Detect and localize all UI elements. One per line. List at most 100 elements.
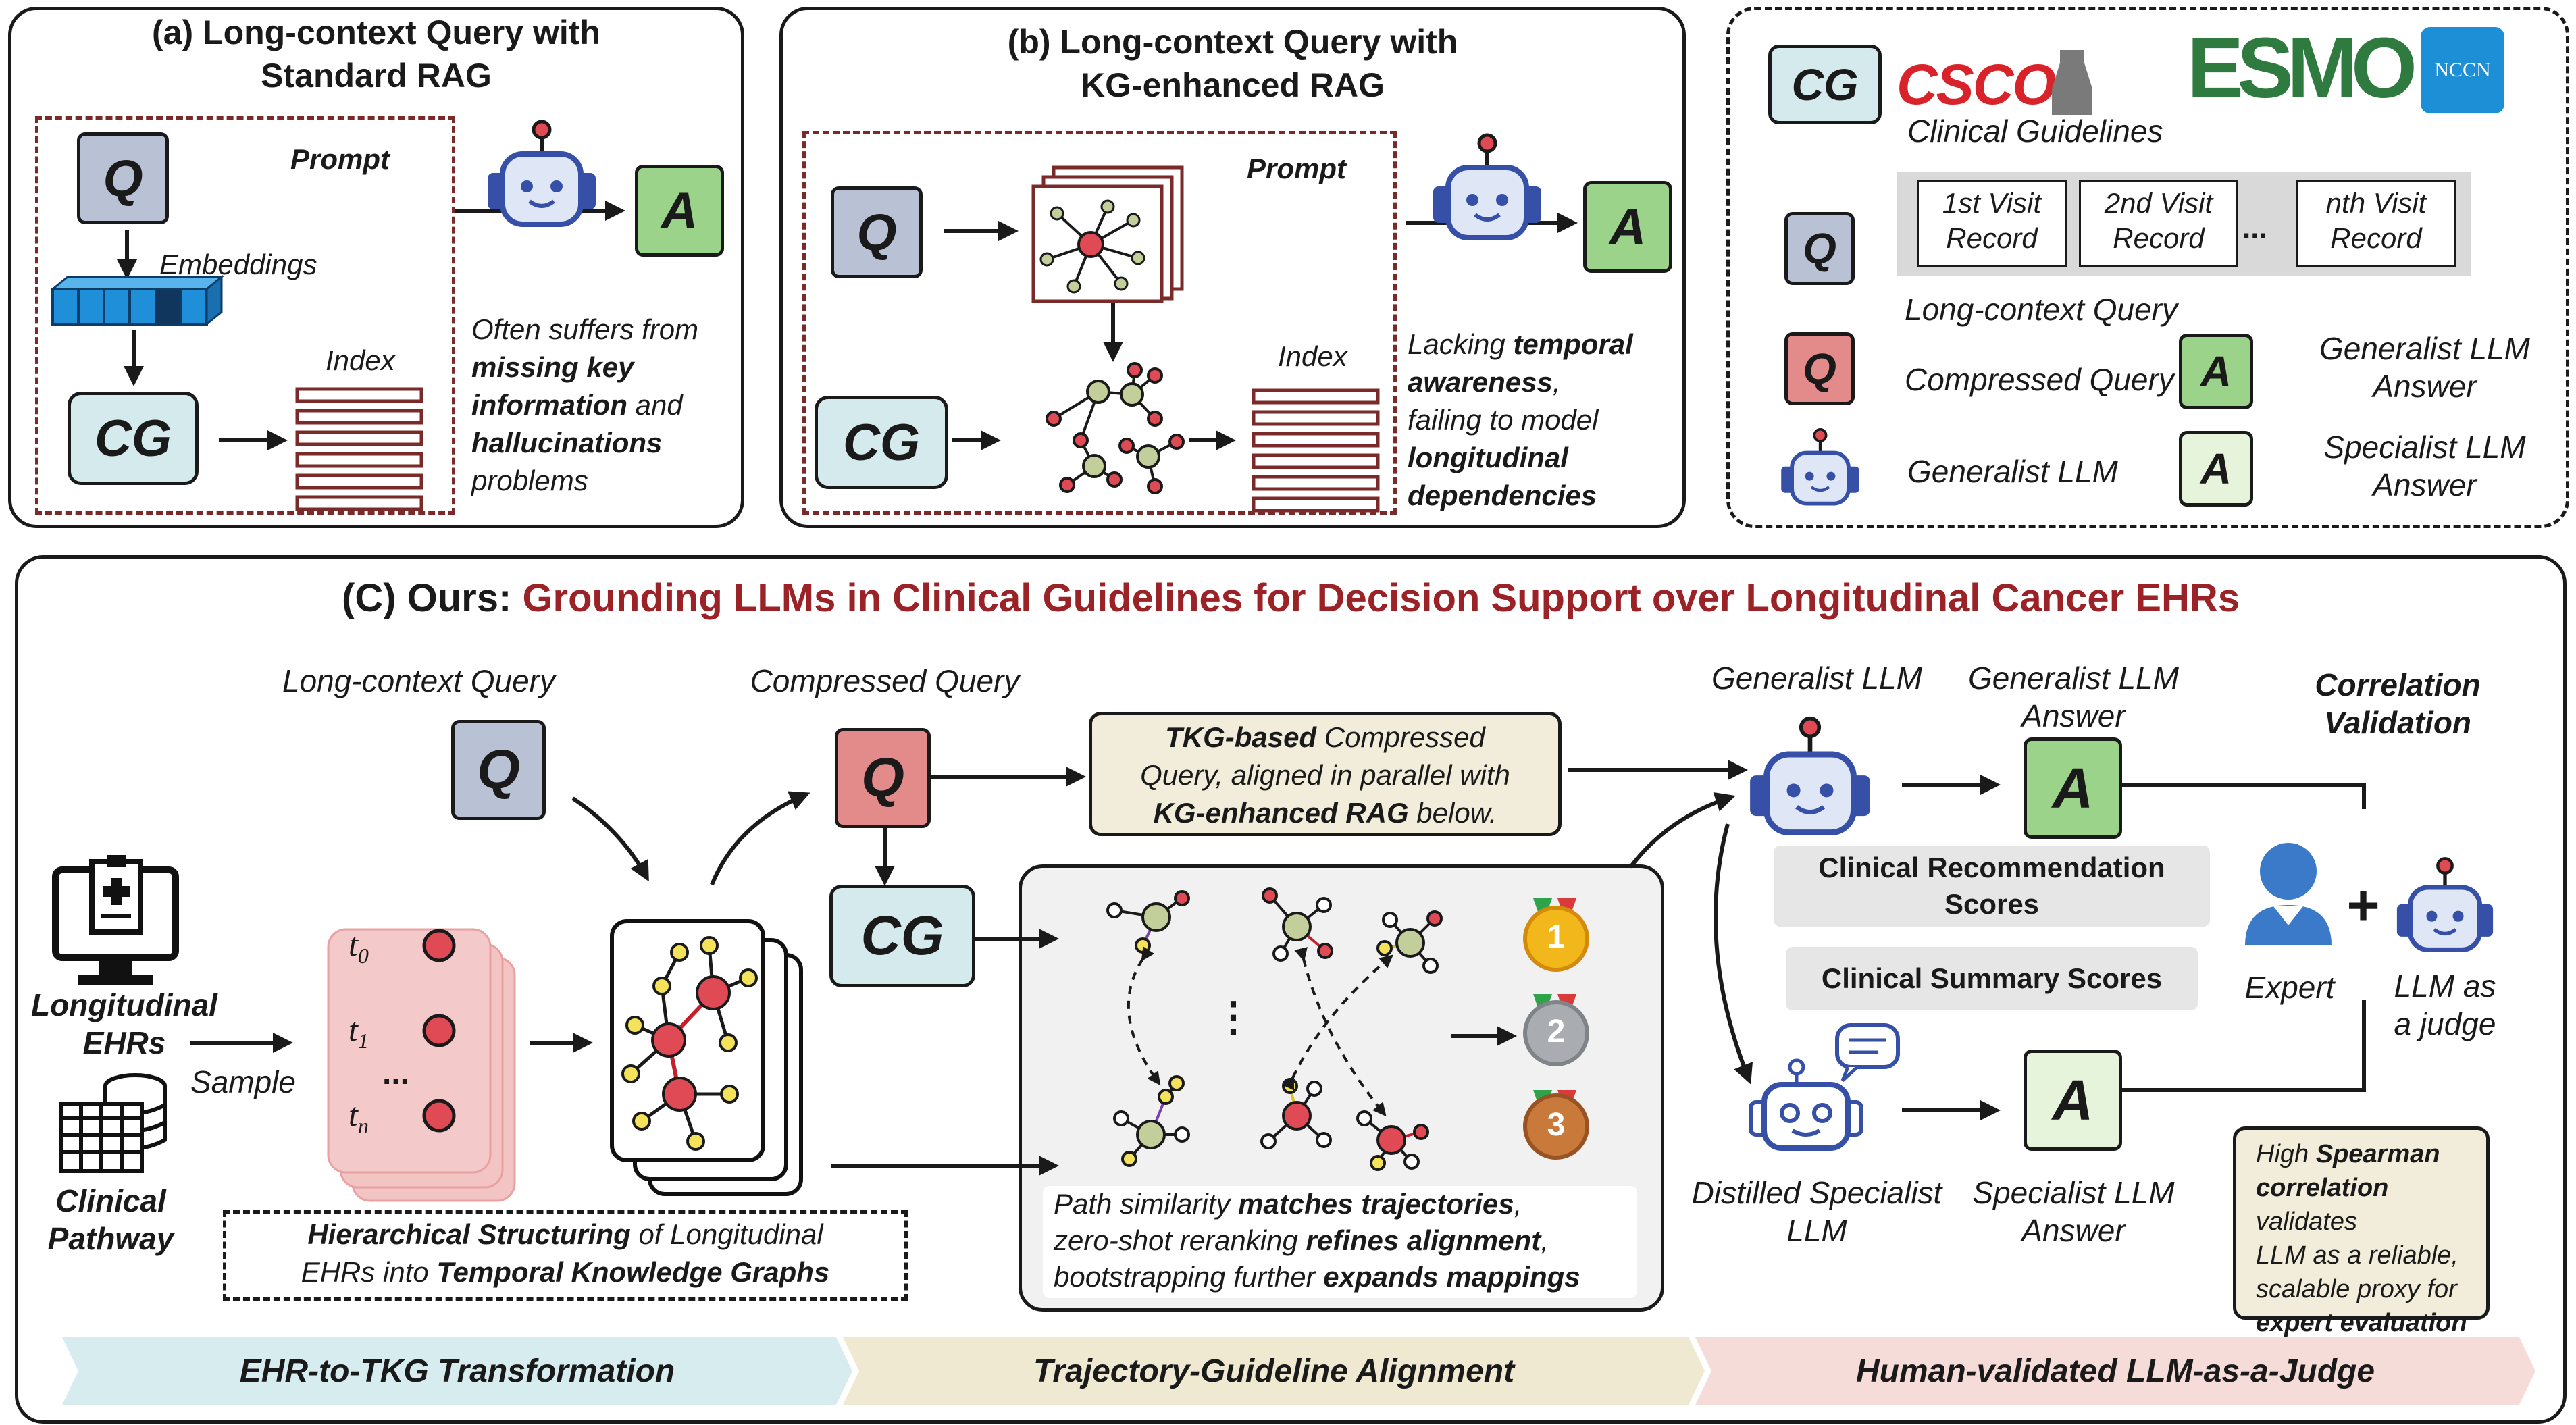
spearman-p1: High xyxy=(2256,1140,2316,1168)
panel-b-index-icon xyxy=(1252,388,1380,513)
c-distilled-line1: Distilled Specialist xyxy=(1691,1175,1942,1210)
c-summary-scores: Clinical Summary Scores xyxy=(1786,947,2198,1010)
legend-generalist-answer-line2: Answer xyxy=(2373,369,2477,404)
c-tkg-note-text: TKG-based Compressed Query, aligned in p… xyxy=(1089,719,1562,832)
t1-sub: 1 xyxy=(357,1029,369,1053)
spearman-p3: LLM as a reliable, xyxy=(2256,1241,2458,1270)
c-llm-judge-line1: LLM as xyxy=(2394,968,2496,1004)
structuring-bold2: Temporal Knowledge Graphs xyxy=(436,1256,830,1288)
c-spearman-text: High Spearman correlation validates LLM … xyxy=(2256,1137,2485,1340)
panel-b-kg-stack-icon xyxy=(1031,165,1184,303)
spearman-b3: expert evaluation xyxy=(2256,1309,2467,1337)
tkg-note-plain1: Compressed xyxy=(1316,721,1485,753)
legend-cg-tile: CG xyxy=(1768,45,1882,124)
panel-b-note-longitudinal: longitudinal xyxy=(1408,442,1568,473)
c-llm-judge-line2: a judge xyxy=(2394,1006,2496,1041)
legend-specialist-answer-line1: Specialist LLM xyxy=(2323,430,2526,465)
tn-sub: n xyxy=(357,1114,369,1138)
legend-generalist-llm: Generalist LLM xyxy=(1907,454,2118,489)
c-distilled-robot-icon xyxy=(1749,1022,1905,1151)
panel-b-note-temporal: temporal xyxy=(1513,328,1633,360)
legend-compressed-query: Compressed Query xyxy=(1905,362,2174,397)
panel-a-index-label: Index xyxy=(326,344,395,376)
temporal-knowledge-graph-stack xyxy=(610,919,803,1196)
medal-3: 3 xyxy=(1547,1107,1566,1143)
c-spearman-box xyxy=(2233,1126,2490,1320)
c-clinical-pathway-line1: Clinical xyxy=(55,1183,166,1218)
expert-doctor-icon xyxy=(2245,843,2332,945)
panel-b-cg-tile: CG xyxy=(815,396,948,489)
spearman-p4: scalable proxy for xyxy=(2256,1275,2457,1303)
panel-a-prompt-label: Prompt xyxy=(290,143,390,175)
panel-b-query-tile: Q xyxy=(831,186,923,278)
csco-logo-text: CSCO xyxy=(1897,53,2057,116)
c-generalist-llm-label: Generalist LLM xyxy=(1711,660,1922,696)
esmo-logo: ESMO xyxy=(2187,26,2417,111)
panel-a-title-line2: Standard RAG xyxy=(261,57,492,95)
legend-compressed-query-tile: Q xyxy=(1784,332,1855,405)
panel-b-index-label: Index xyxy=(1278,340,1347,372)
robot-icon xyxy=(488,120,596,227)
c-distilled-line2: LLM xyxy=(1786,1213,1847,1248)
c-long-context-query-label: Long-context Query xyxy=(282,663,555,698)
legend-visit-ellipsis: ... xyxy=(2242,211,2267,244)
c-generalist-answer-line2: Answer xyxy=(2021,698,2126,733)
panel-c-title: (C) Ours: Grounding LLMs in Clinical Gui… xyxy=(15,574,2567,623)
panel-b-note-lacking: Lacking xyxy=(1408,328,1514,360)
medal-1: 1 xyxy=(1547,919,1566,955)
c-path-note-box xyxy=(1043,1186,1637,1298)
c-generalist-answer-line1: Generalist LLM xyxy=(1968,660,2179,696)
legend-clinical-guidelines: Clinical Guidelines xyxy=(1907,113,2163,149)
legend-query-tile: Q xyxy=(1784,212,1855,285)
legend-robot-icon xyxy=(1776,424,1864,508)
c-judge-robot-icon xyxy=(2391,852,2499,955)
spearman-p2: validates xyxy=(2256,1208,2357,1236)
panel-a-index-icon xyxy=(295,387,423,511)
medal-2: 2 xyxy=(1547,1014,1566,1050)
path-note-b1: matches trajectories xyxy=(1238,1188,1514,1220)
c-longitudinal-ehrs-line2: EHRs xyxy=(82,1025,166,1060)
c-generalist-answer-label: Generalist LLM Answer xyxy=(1932,659,2215,735)
tkg-note-bold2: KG-enhanced RAG xyxy=(1153,797,1409,829)
stage-arrow-1 xyxy=(62,1337,852,1405)
stage-label-1: EHR-to-TKG Transformation xyxy=(239,1353,675,1389)
legend-specialist-answer-line2: Answer xyxy=(2373,467,2477,502)
embeddings-vector-icon xyxy=(49,274,225,327)
spearman-b1: Spearman xyxy=(2315,1140,2440,1168)
tn-letter: t xyxy=(349,1095,358,1133)
path-note-b2: refines alignment xyxy=(1306,1224,1541,1256)
c-specialist-answer-line1: Specialist LLM xyxy=(1972,1175,2175,1210)
panel-b-answer-tile: A xyxy=(1583,181,1672,273)
legend-generalist-answer-line1: Generalist LLM xyxy=(2319,331,2530,366)
legend-specialist-answer: Specialist LLM Answer xyxy=(2296,428,2553,504)
rank-medals xyxy=(1523,898,1589,1160)
c-alignment-vdots: ⋮ xyxy=(1213,994,1254,1039)
c-structuring-caption xyxy=(223,1210,908,1301)
tkg-note-plain2: below. xyxy=(1408,797,1497,829)
visit-n-line1: nth Visit xyxy=(2325,187,2427,219)
c-tkg-note-box xyxy=(1089,712,1562,836)
tkg-note-line2: Query, aligned in parallel with xyxy=(1140,759,1510,791)
legend-visit-2: 2nd Visit Record xyxy=(2079,180,2238,267)
trajectory-dashed-links xyxy=(1127,946,1394,1117)
c-compressed-query-label: Compressed Query xyxy=(750,663,1020,698)
nccn-logo: NCCN xyxy=(2421,27,2504,113)
t0-letter: t xyxy=(349,925,358,963)
c-query-tile: Q xyxy=(451,720,546,820)
c-longitudinal-ehrs-label: Longitudinal EHRs xyxy=(16,986,232,1062)
c-time-label-tn: tn xyxy=(349,1095,369,1145)
visit-2-line1: 2nd Visit xyxy=(2104,187,2213,219)
panel-c xyxy=(15,555,2567,1424)
c-specialist-answer-line2: Answer xyxy=(2021,1213,2126,1248)
panel-a-title: (a) Long-context Query with Standard RAG xyxy=(8,11,744,97)
panel-a-note-line5: problems xyxy=(471,465,588,496)
rec-scores-line2: Scores xyxy=(1944,888,2040,920)
c-time-label-t1: t1 xyxy=(349,1010,369,1060)
panel-b-title: (b) Long-context Query with KG-enhanced … xyxy=(779,20,1686,107)
panel-b xyxy=(779,7,1686,528)
stage-label-2: Trajectory-Guideline Alignment xyxy=(1033,1353,1515,1389)
t0-sub: 0 xyxy=(357,943,369,968)
panel-a-answer-tile: A xyxy=(635,165,724,257)
robot-icon xyxy=(2396,857,2494,952)
c-path-note-text: Path similarity matches trajectories, ze… xyxy=(1054,1186,1648,1295)
